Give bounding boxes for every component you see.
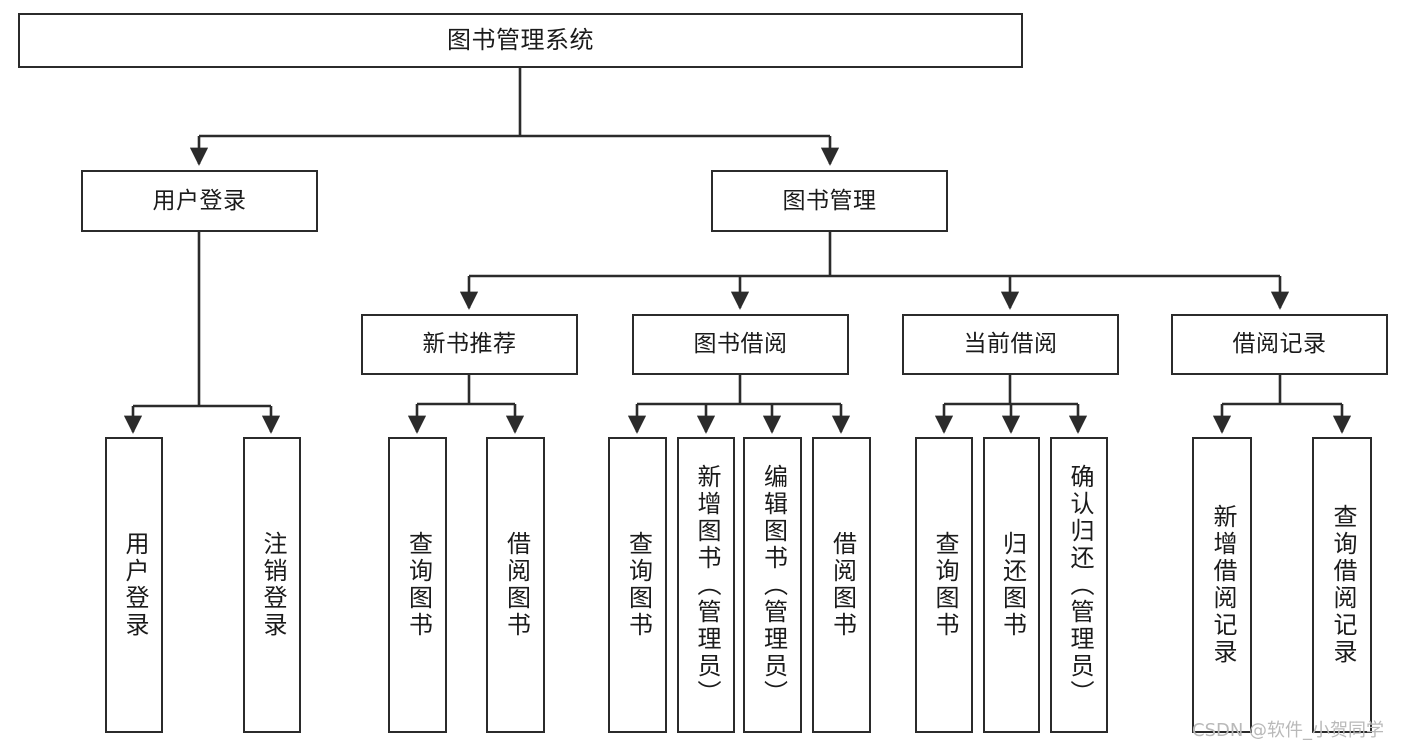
leaf-confirm-return[interactable]: 确认归还（管理员）	[1050, 437, 1108, 733]
node-borrow-record-label: 借阅记录	[1232, 331, 1327, 358]
node-borrow-record[interactable]: 借阅记录	[1171, 314, 1388, 375]
leaf-query-book-2-label: 查询图书	[624, 531, 653, 639]
leaf-add-record[interactable]: 新增借阅记录	[1192, 437, 1252, 733]
node-user-login[interactable]: 用户登录	[81, 170, 318, 232]
leaf-query-book-2[interactable]: 查询图书	[608, 437, 667, 733]
leaf-query-book-1-label: 查询图书	[404, 531, 433, 639]
leaf-confirm-return-label: 确认归还（管理员）	[1065, 463, 1094, 707]
leaf-add-book-label: 新增图书（管理员）	[692, 463, 721, 707]
node-book-borrow[interactable]: 图书借阅	[632, 314, 849, 375]
node-user-login-label: 用户登录	[152, 187, 247, 214]
leaf-user-login-label: 用户登录	[120, 531, 149, 639]
node-book-manage[interactable]: 图书管理	[711, 170, 948, 232]
leaf-borrow-book-2[interactable]: 借阅图书	[812, 437, 871, 733]
leaf-borrow-book-1-label: 借阅图书	[502, 531, 531, 639]
leaf-edit-book-label: 编辑图书（管理员）	[759, 463, 788, 707]
leaf-user-login[interactable]: 用户登录	[105, 437, 163, 733]
node-new-book-rec-label: 新书推荐	[422, 331, 517, 358]
leaf-query-record[interactable]: 查询借阅记录	[1312, 437, 1372, 733]
node-root-label: 图书管理系统	[447, 25, 594, 54]
leaf-borrow-book-2-label: 借阅图书	[828, 531, 857, 639]
node-root[interactable]: 图书管理系统	[18, 13, 1023, 68]
leaf-query-book-3[interactable]: 查询图书	[915, 437, 973, 733]
leaf-logout-login[interactable]: 注销登录	[243, 437, 301, 733]
node-current-borrow[interactable]: 当前借阅	[902, 314, 1119, 375]
node-new-book-rec[interactable]: 新书推荐	[361, 314, 578, 375]
node-current-borrow-label: 当前借阅	[963, 331, 1058, 358]
leaf-query-book-3-label: 查询图书	[930, 531, 959, 639]
watermark-text: CSDN @软件_小贺同学	[1192, 720, 1385, 741]
leaf-logout-login-label: 注销登录	[258, 531, 287, 639]
leaf-add-record-label: 新增借阅记录	[1208, 504, 1237, 666]
leaf-edit-book[interactable]: 编辑图书（管理员）	[743, 437, 802, 733]
node-book-manage-label: 图书管理	[782, 187, 877, 214]
leaf-return-book-label: 归还图书	[998, 531, 1027, 639]
leaf-return-book[interactable]: 归还图书	[983, 437, 1040, 733]
leaf-borrow-book-1[interactable]: 借阅图书	[486, 437, 545, 733]
node-book-borrow-label: 图书借阅	[693, 331, 788, 358]
leaf-add-book[interactable]: 新增图书（管理员）	[677, 437, 735, 733]
leaf-query-book-1[interactable]: 查询图书	[388, 437, 447, 733]
leaf-query-record-label: 查询借阅记录	[1328, 504, 1357, 666]
